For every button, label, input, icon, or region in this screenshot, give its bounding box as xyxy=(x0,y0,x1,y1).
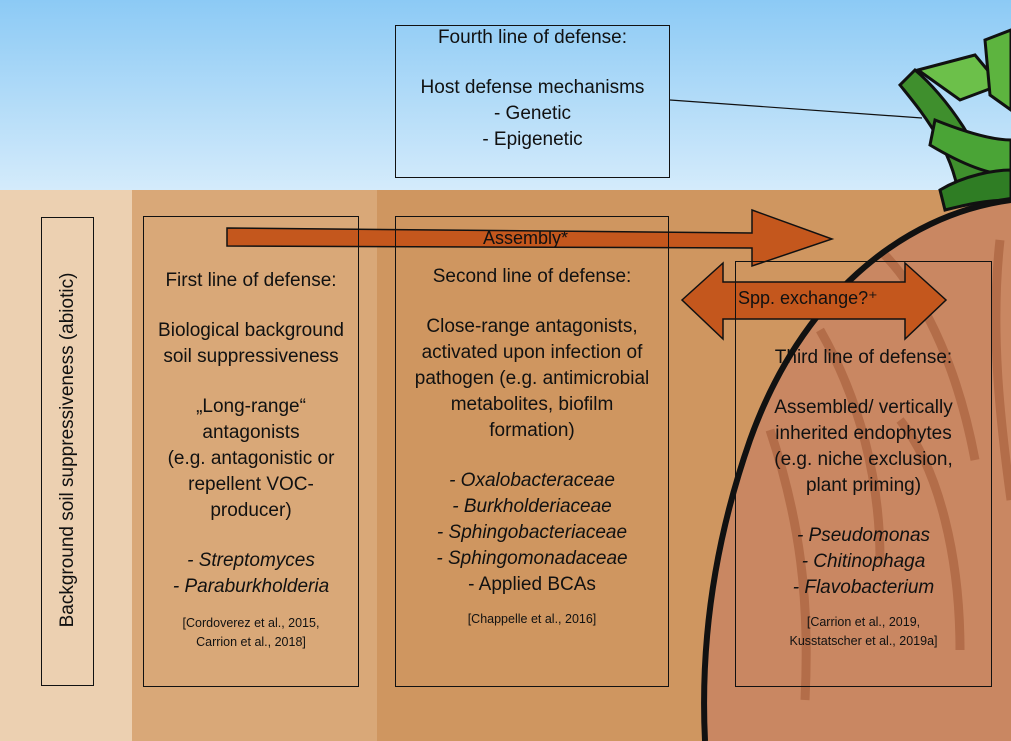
fourth-defense-item: - Genetic xyxy=(493,103,572,124)
third-defense-citation: Kusstatscher et al., 2019a] xyxy=(789,634,938,648)
second-defense-taxon: - Oxalobacteraceae xyxy=(449,470,615,491)
first-defense-title: First line of defense: xyxy=(165,270,337,291)
second-defense-text: Second line of defense: Close-range anta… xyxy=(395,264,669,629)
exchange-label: Spp. exchange?⁺ xyxy=(738,288,878,308)
background-box xyxy=(41,217,94,686)
soil-band-light xyxy=(0,190,132,741)
second-defense-box xyxy=(395,216,669,687)
first-defense-desc: „Long-range“ xyxy=(196,396,306,417)
third-defense-taxon: - Pseudomonas xyxy=(796,525,931,546)
third-defense-box xyxy=(735,261,992,687)
first-defense-text: First line of defense: Biological backgr… xyxy=(143,268,359,652)
first-defense-citation: Carrion et al., 2018] xyxy=(196,635,306,649)
third-defense-text: Third line of defense: Assembled/ vertic… xyxy=(735,345,992,651)
third-defense-desc: plant priming) xyxy=(805,475,922,496)
second-defense-citation: [Chappelle et al., 2016] xyxy=(467,612,597,626)
first-defense-desc: antagonists xyxy=(202,422,300,443)
third-defense-citation: [Carrion et al., 2019, xyxy=(806,615,921,629)
first-defense-desc: producer) xyxy=(210,500,292,521)
first-defense-citation: [Cordoverez et al., 2015, xyxy=(182,616,320,630)
second-defense-desc: metabolites, biofilm xyxy=(450,394,614,415)
third-defense-taxon: - Flavobacterium xyxy=(792,577,935,598)
first-defense-desc: (e.g. antagonistic or xyxy=(167,448,335,469)
fourth-defense-title: Fourth line of defense: xyxy=(437,27,628,48)
assembly-arrow xyxy=(226,208,835,268)
root-icon xyxy=(701,197,1011,741)
third-defense-desc: (e.g. niche exclusion, xyxy=(774,449,953,470)
first-defense-subtitle: Biological background xyxy=(158,320,344,341)
third-defense-desc: inherited endophytes xyxy=(775,423,952,444)
assembly-label: Assembly* xyxy=(483,228,569,248)
soil-band-mid xyxy=(132,190,377,741)
fourth-defense-item: - Epigenetic xyxy=(482,129,583,150)
second-defense-taxon: - Burkholderiaceae xyxy=(452,496,612,517)
second-defense-desc: formation) xyxy=(489,420,575,441)
first-defense-subtitle: soil suppressiveness xyxy=(163,346,339,367)
first-defense-box xyxy=(143,216,359,687)
second-defense-desc: pathogen (e.g. antimicrobial xyxy=(414,368,650,389)
first-defense-taxon: - Streptomyces xyxy=(187,550,315,571)
exchange-arrow xyxy=(680,261,948,341)
second-defense-taxon: - Sphingobacteriaceae xyxy=(436,522,628,543)
third-defense-desc: Assembled/ vertically xyxy=(774,397,953,418)
third-defense-title: Third line of defense: xyxy=(774,347,953,368)
fourth-defense-text: Fourth line of defense: Host defense mec… xyxy=(395,25,670,153)
fourth-defense-box xyxy=(395,25,670,178)
first-defense-taxon: - Paraburkholderia xyxy=(172,576,330,597)
first-defense-desc: repellent VOC- xyxy=(188,474,314,495)
connector-line xyxy=(669,99,923,119)
second-defense-extra: - Applied BCAs xyxy=(468,574,596,595)
third-defense-taxon: - Chitinophaga xyxy=(801,551,926,572)
sky xyxy=(0,0,1011,190)
second-defense-desc: activated upon infection of xyxy=(421,342,643,363)
second-defense-desc: Close-range antagonists, xyxy=(426,316,638,337)
background-label: Background soil suppressiveness (abiotic… xyxy=(57,272,78,628)
second-defense-taxon: - Sphingomonadaceae xyxy=(436,548,628,569)
second-defense-title: Second line of defense: xyxy=(432,266,632,287)
fourth-defense-heading: Host defense mechanisms xyxy=(420,77,645,98)
